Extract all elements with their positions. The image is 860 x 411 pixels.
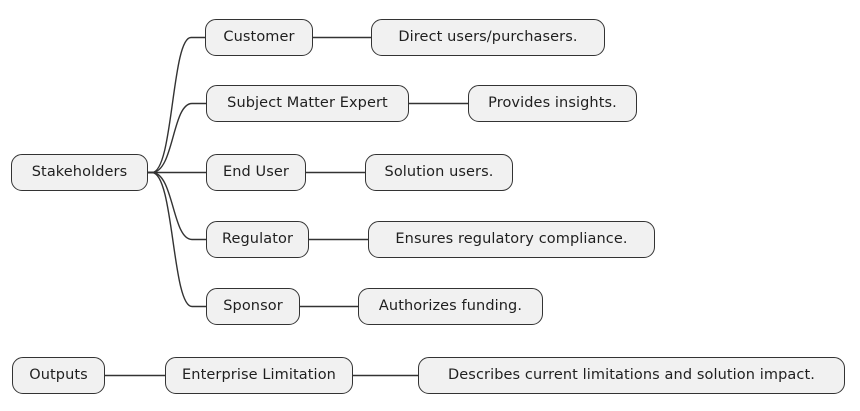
- node-label-outputs: Outputs: [29, 367, 88, 384]
- edge-stakeholders-to-subject-matter-expert: [147, 102, 207, 174]
- node-regulator-desc[interactable]: Ensures regulatory compliance.: [368, 221, 655, 258]
- node-sponsor[interactable]: Sponsor: [206, 288, 300, 325]
- edge-stakeholders-to-regulator: [147, 171, 207, 241]
- edge-stakeholders-to-sponsor: [147, 171, 207, 308]
- node-label-sponsor: Sponsor: [223, 298, 283, 315]
- node-label-subject-matter-expert: Subject Matter Expert: [227, 95, 388, 112]
- node-label-customer: Customer: [223, 29, 295, 46]
- edge-stakeholders-to-customer: [147, 36, 206, 174]
- node-label-end-user-desc: Solution users.: [384, 164, 494, 181]
- node-subject-matter-expert[interactable]: Subject Matter Expert: [206, 85, 409, 122]
- node-label-regulator: Regulator: [221, 231, 294, 248]
- node-regulator[interactable]: Regulator: [206, 221, 309, 258]
- node-label-enterprise-limitation: Enterprise Limitation: [182, 367, 336, 384]
- node-end-user-desc[interactable]: Solution users.: [365, 154, 513, 191]
- node-end-user[interactable]: End User: [206, 154, 306, 191]
- node-label-subject-matter-expert-desc: Provides insights.: [488, 95, 617, 112]
- node-label-end-user: End User: [222, 164, 289, 181]
- node-sponsor-desc[interactable]: Authorizes funding.: [358, 288, 543, 325]
- node-enterprise-limitation-desc[interactable]: Describes current limitations and soluti…: [418, 357, 845, 394]
- node-label-enterprise-limitation-desc: Describes current limitations and soluti…: [448, 367, 815, 384]
- node-outputs[interactable]: Outputs: [12, 357, 105, 394]
- node-enterprise-limitation[interactable]: Enterprise Limitation: [165, 357, 353, 394]
- node-subject-matter-expert-desc[interactable]: Provides insights.: [468, 85, 637, 122]
- node-customer[interactable]: Customer: [205, 19, 313, 56]
- node-customer-desc[interactable]: Direct users/purchasers.: [371, 19, 605, 56]
- node-label-regulator-desc: Ensures regulatory compliance.: [395, 231, 628, 248]
- node-label-sponsor-desc: Authorizes funding.: [378, 298, 523, 315]
- node-label-customer-desc: Direct users/purchasers.: [398, 29, 578, 46]
- node-label-stakeholders: Stakeholders: [31, 164, 128, 181]
- node-stakeholders[interactable]: Stakeholders: [11, 154, 148, 191]
